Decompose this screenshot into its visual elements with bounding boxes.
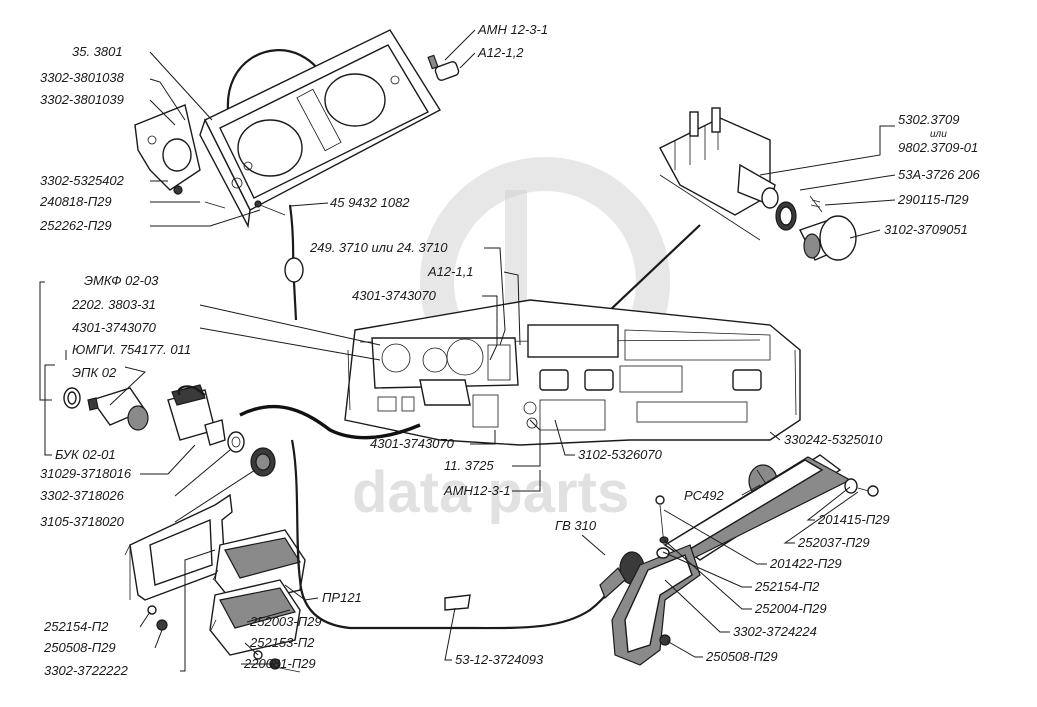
label-250508-left: 250508-П29 bbox=[43, 640, 116, 655]
label-2202: 2202. 3803-31 bbox=[71, 297, 156, 312]
label-4301-left: 4301-3743070 bbox=[72, 320, 157, 335]
label-11-3725: 11. 3725 bbox=[444, 458, 494, 473]
label-epk: ЭПК 02 bbox=[72, 365, 117, 380]
label-yumgi: ЮМГИ. 754177. 011 bbox=[72, 342, 191, 357]
label-ili: или bbox=[930, 129, 947, 140]
dashboard-panel bbox=[239, 299, 801, 446]
accelerator-pedal-assembly bbox=[599, 454, 879, 666]
light-switch-assembly bbox=[514, 107, 857, 401]
label-290115: 290115-П29 bbox=[897, 192, 969, 207]
label-5302-3709: 5302.3709 bbox=[898, 112, 959, 127]
label-a12-12: А12-1,2 bbox=[477, 45, 524, 60]
label-201422: 201422-П29 bbox=[769, 556, 842, 571]
label-3105: 3105-3718020 bbox=[40, 514, 125, 529]
label-rs492: РС492 bbox=[684, 488, 725, 503]
label-3102-5326070: 3102-5326070 bbox=[578, 447, 663, 462]
label-a12-11: А12-1,1 bbox=[427, 264, 474, 279]
label-9802-3709: 9802.3709-01 bbox=[898, 140, 978, 155]
label-3302-3718026: 3302-3718026 bbox=[40, 488, 125, 503]
label-201415: 201415-П29 bbox=[817, 512, 890, 527]
label-35-3801: 35. 3801 bbox=[72, 44, 123, 59]
label-240818: 240818-П29 bbox=[39, 194, 112, 209]
label-amn-mid: АМН12-3-1 bbox=[443, 483, 510, 498]
leader-lines bbox=[39, 29, 896, 672]
label-53a: 53А-3726 206 bbox=[898, 167, 980, 182]
instrument-cluster bbox=[134, 29, 460, 321]
label-4301-mid: 4301-3743070 bbox=[370, 436, 455, 451]
label-330242: 330242-5325010 bbox=[784, 432, 883, 447]
label-3302-3801039: 3302-3801039 bbox=[40, 92, 124, 107]
label-3102-3709051: 3102-3709051 bbox=[884, 222, 968, 237]
label-252154-right: 252154-П2 bbox=[754, 579, 820, 594]
label-249-3710: 249. 3710 или 24. 3710 bbox=[309, 240, 448, 255]
label-250508-right: 250508-П29 bbox=[705, 649, 778, 664]
label-220081: 220081-П29 bbox=[243, 656, 316, 671]
part-labels: 35. 3801 3302-3801038 3302-3801039 3302-… bbox=[39, 22, 980, 678]
label-252262: 252262-П29 bbox=[39, 218, 112, 233]
label-3302-5325402: 3302-5325402 bbox=[40, 173, 125, 188]
label-252003: 252003-П29 bbox=[249, 614, 322, 629]
label-252154-left: 252154-П2 bbox=[43, 619, 109, 634]
label-buk: БУК 02-01 bbox=[55, 447, 116, 462]
label-252153: 252153-П2 bbox=[249, 635, 315, 650]
label-31029: 31029-3718016 bbox=[40, 466, 132, 481]
label-3302-3722222: 3302-3722222 bbox=[44, 663, 129, 678]
label-emkf: ЭМКФ 02-03 bbox=[84, 273, 159, 288]
label-4301-top: 4301-3743070 bbox=[352, 288, 437, 303]
label-3302-3724224: 3302-3724224 bbox=[733, 624, 817, 639]
label-252004: 252004-П29 bbox=[754, 601, 827, 616]
left-components bbox=[63, 384, 629, 673]
label-pr121: ПР121 bbox=[322, 590, 362, 605]
label-53-12: 53-12-3724093 bbox=[455, 652, 544, 667]
watermark-text: data parts bbox=[352, 460, 629, 525]
label-3302-3801038: 3302-3801038 bbox=[40, 70, 125, 85]
label-252037: 252037-П29 bbox=[797, 535, 870, 550]
label-gv310: ГВ 310 bbox=[555, 518, 597, 533]
label-amn-top: АМН 12-3-1 bbox=[477, 22, 548, 37]
label-459432: 45 9432 1082 bbox=[330, 195, 410, 210]
